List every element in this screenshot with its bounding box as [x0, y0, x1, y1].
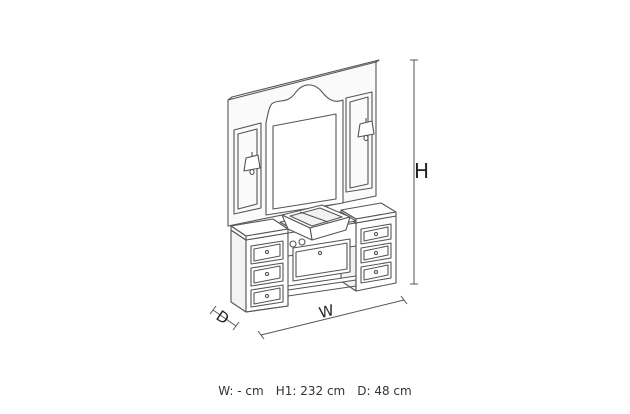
left-lamp: [243, 154, 261, 172]
width-label: W: [317, 301, 336, 322]
dimensions-caption: W: - cm H1: 232 cm D: 48 cm: [0, 384, 630, 398]
height-value: H1: 232 cm: [275, 384, 346, 398]
width-value: W: - cm: [218, 384, 264, 398]
width-dimension-line: [260, 299, 405, 336]
depth-label: D: [213, 307, 233, 328]
right-lamp: [357, 120, 375, 138]
left-cabinet-side: [230, 229, 247, 313]
mirror-glass: [272, 113, 337, 210]
depth-dimension-line: [212, 309, 237, 327]
depth-value: D: 48 cm: [357, 384, 412, 398]
height-label: H: [414, 159, 429, 183]
basin-bowl: [289, 207, 343, 227]
right-moulding: [345, 91, 373, 193]
left-moulding: [233, 122, 262, 215]
